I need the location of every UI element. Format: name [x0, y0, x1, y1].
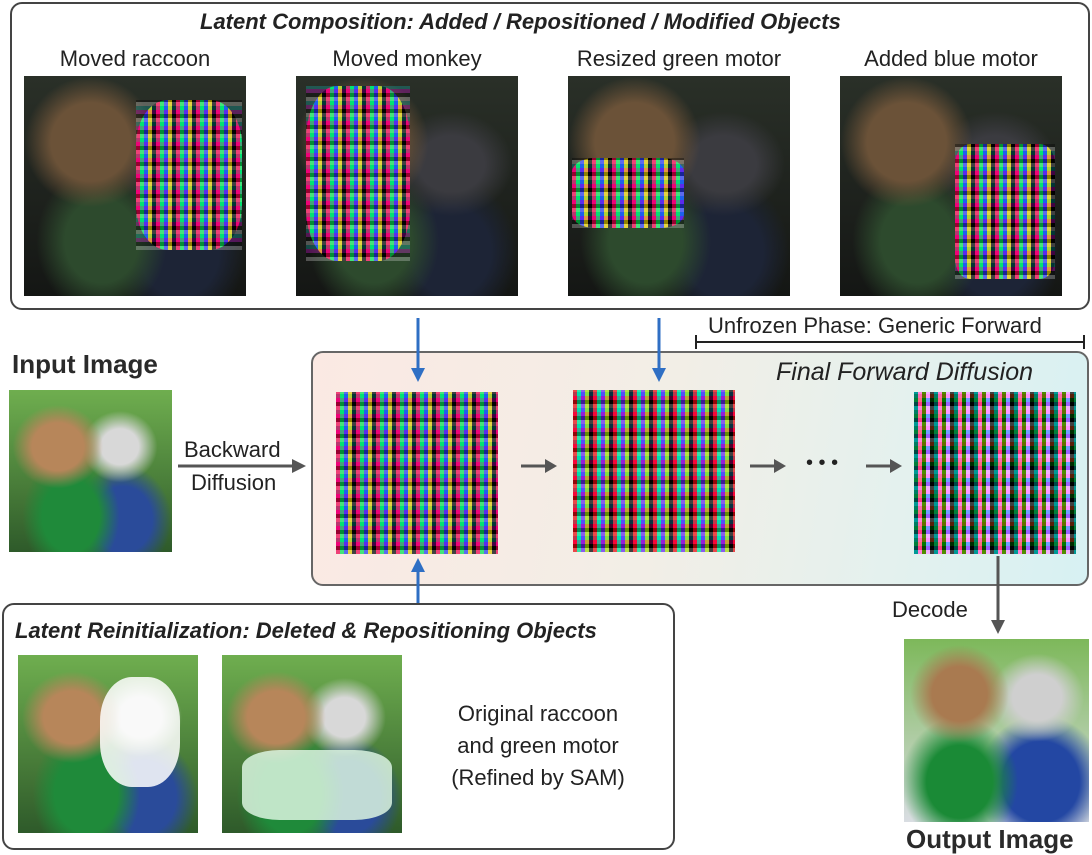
forward-arrow-1	[521, 459, 557, 473]
output-image-label: Output Image	[906, 824, 1074, 854]
composition-to-latent-arrow-1	[411, 318, 425, 382]
backward-diffusion-label-1: Backward	[184, 437, 281, 462]
decode-label: Decode	[892, 597, 968, 622]
reinit-description-line-1: Original raccoon	[457, 701, 619, 726]
reinit-to-latent-arrow	[411, 558, 425, 604]
input-image	[9, 390, 172, 552]
backward-diffusion-label-2: Diffusion	[191, 470, 277, 495]
reinit-image-raccoon-mask	[18, 655, 198, 833]
forward-ellipsis: • • •	[806, 452, 839, 474]
forward-diffusion-title: Final Forward Diffusion	[776, 358, 1034, 386]
unfrozen-phase-label: Unfrozen Phase: Generic Forward	[708, 313, 1042, 338]
latent-noise-1	[336, 392, 498, 554]
composition-image-added-blue-motor	[840, 76, 1062, 296]
latent-reinitialization-box	[2, 603, 675, 850]
panel-caption-resized-green-motor: Resized green motor	[576, 46, 782, 71]
latent-composition-title: Latent Composition: Added / Repositioned…	[200, 9, 841, 34]
composition-image-resized-green-motor	[568, 76, 790, 296]
input-image-label: Input Image	[12, 349, 158, 379]
forward-arrow-3	[866, 459, 902, 473]
output-image	[904, 639, 1089, 822]
reinit-image-motor-mask	[222, 655, 402, 833]
unfrozen-phase-bracket	[695, 335, 1085, 349]
forward-arrow-2	[750, 459, 786, 473]
backward-diffusion-arrow	[178, 459, 306, 473]
latent-reinitialization-title: Latent Reinitialization: Deleted & Repos…	[15, 618, 597, 643]
latent-noise-2	[573, 390, 735, 552]
composition-image-moved-raccoon	[24, 76, 246, 296]
panel-caption-moved-raccoon: Moved raccoon	[59, 46, 211, 71]
panel-caption-added-blue-motor: Added blue motor	[864, 46, 1038, 71]
latent-composition-box	[10, 2, 1090, 310]
composition-to-latent-arrow-2	[652, 318, 666, 382]
decode-arrow	[991, 556, 1005, 634]
panel-caption-moved-monkey: Moved monkey	[332, 46, 482, 71]
reinit-description-line-2: and green motor	[457, 733, 619, 758]
reinit-description-line-3: (Refined by SAM)	[451, 765, 625, 790]
latent-forward-final	[914, 392, 1076, 554]
composition-image-moved-monkey	[296, 76, 518, 296]
